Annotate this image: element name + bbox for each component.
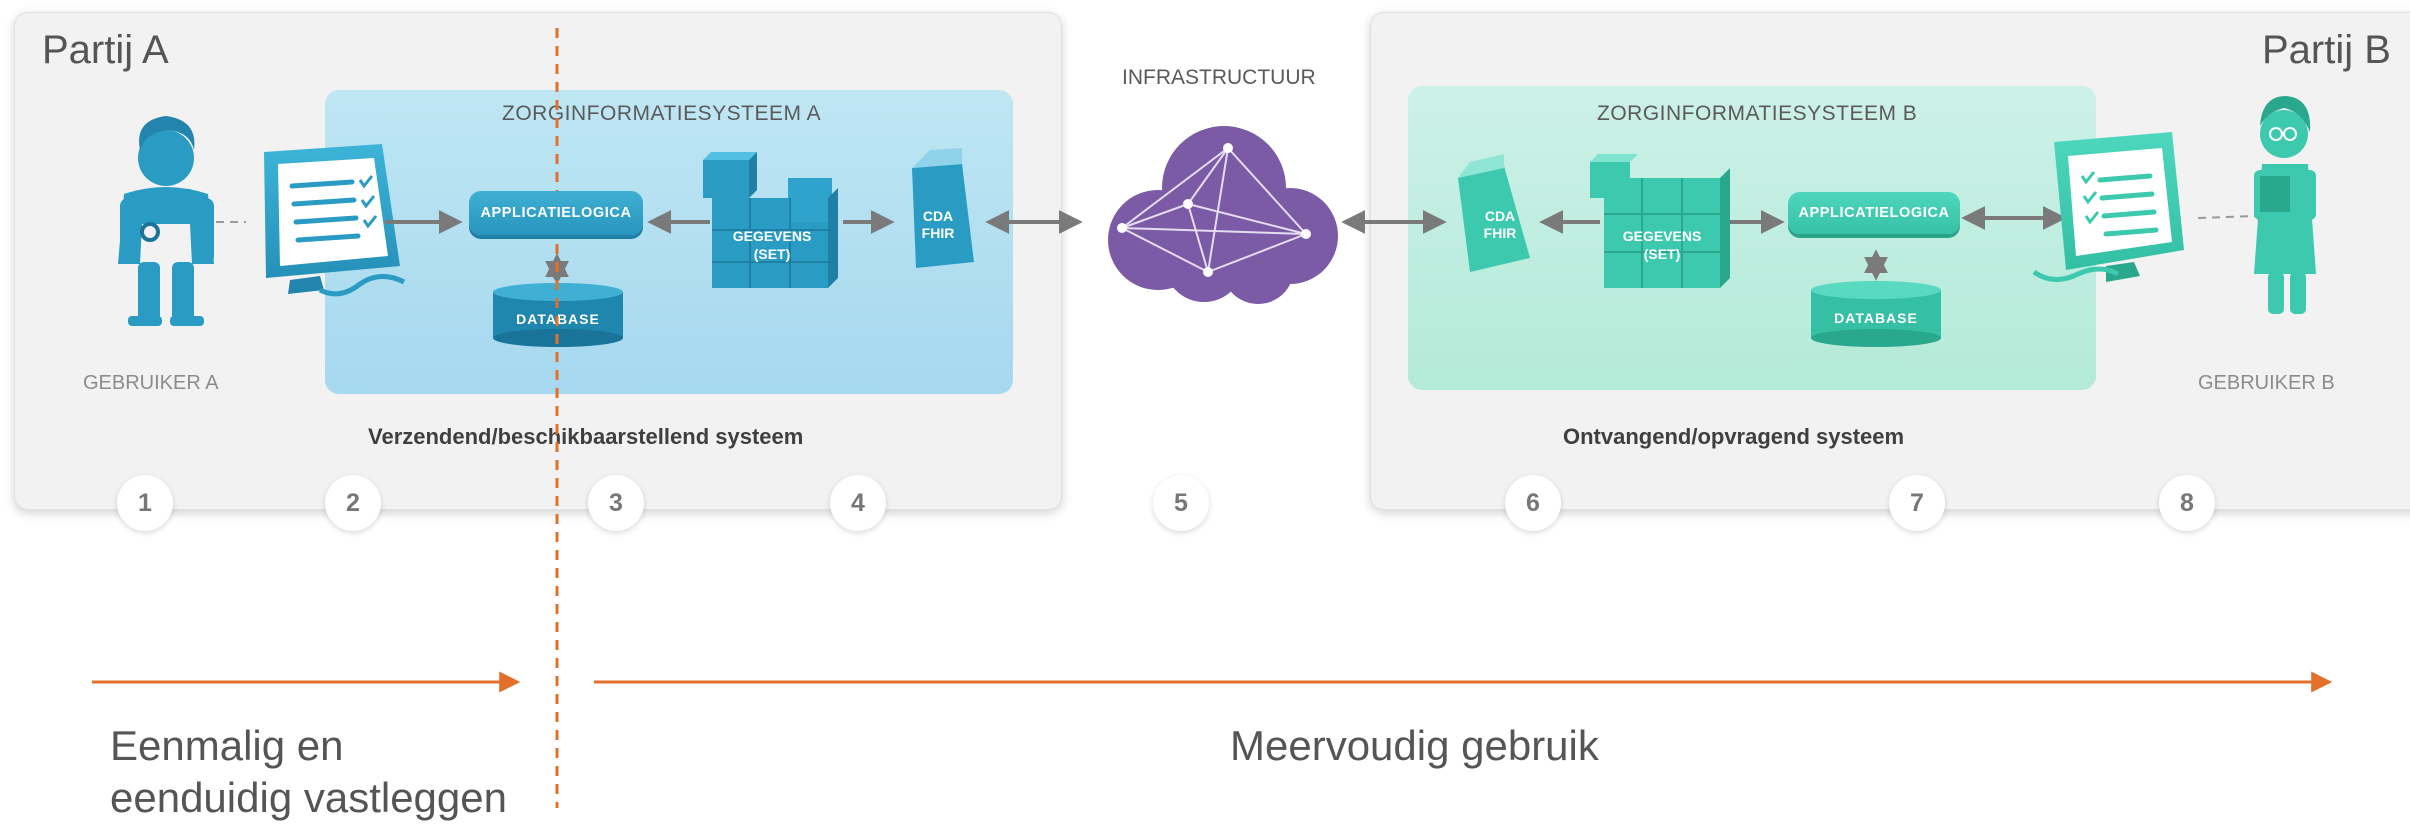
doctor-a-icon: [118, 116, 214, 326]
infrastructure-label: INFRASTRUCTUUR: [1122, 66, 1316, 89]
doctor-b-icon: [2254, 96, 2316, 314]
data-set-a-line1: GEGEVENS: [733, 228, 812, 244]
party-b-title: Partij B: [2262, 28, 2391, 72]
application-logic-b: APPLICATIELOGICA: [1788, 192, 1960, 234]
step-number-7: 7: [1889, 475, 1945, 531]
document-b-icon: CDA FHIR: [1458, 154, 1530, 272]
monitor-a-icon: [264, 144, 406, 297]
step-number-1: 1: [117, 475, 173, 531]
step-number-3: 3: [588, 475, 644, 531]
database-a-icon: DATABASE: [493, 283, 623, 347]
single-entry-label: Eenmalig en eenduidig vastleggen: [110, 720, 507, 824]
database-b-icon: DATABASE: [1811, 281, 1941, 347]
system-a-title: ZORGINFORMATIESYSTEEM A: [502, 102, 822, 125]
document-a-icon: CDA FHIR: [912, 148, 974, 268]
step-number-8: 8: [2159, 475, 2215, 531]
monitor-b-icon: [2032, 132, 2184, 282]
step-number-5: 5: [1153, 475, 1209, 531]
network-cloud-icon: [1108, 126, 1338, 304]
data-set-a-line2: (SET): [754, 246, 791, 262]
document-a-line1: CDA: [923, 208, 953, 224]
single-entry-line1: Eenmalig en: [110, 722, 344, 769]
multiple-use-label: Meervoudig gebruik: [1230, 722, 1599, 769]
system-b-title: ZORGINFORMATIESYSTEEM B: [1597, 102, 1918, 125]
document-b-line2: FHIR: [1484, 225, 1517, 241]
step-number-2: 2: [325, 475, 381, 531]
system-a-caption: Verzendend/beschikbaarstellend systeem: [368, 424, 804, 449]
system-a-box: [325, 90, 1013, 394]
user-b-dashed-link: [2197, 215, 2257, 219]
user-a-label: GEBRUIKER A: [83, 372, 219, 394]
document-a-line2: FHIR: [922, 225, 955, 241]
single-entry-line2: eenduidig vastleggen: [110, 774, 507, 821]
system-b-caption: Ontvangend/opvragend systeem: [1563, 424, 1905, 449]
step-number-4: 4: [830, 475, 886, 531]
data-set-b-icon: GEGEVENS (SET): [1590, 154, 1730, 288]
data-set-b-line2: (SET): [1644, 246, 1681, 262]
database-b-label: DATABASE: [1834, 310, 1918, 326]
user-b-label: GEBRUIKER B: [2198, 372, 2335, 394]
document-b-line1: CDA: [1485, 208, 1515, 224]
party-a-title: Partij A: [42, 28, 169, 72]
data-set-b-line1: GEGEVENS: [1623, 228, 1702, 244]
data-set-a-icon: GEGEVENS (SET): [703, 152, 838, 288]
step-number-6: 6: [1505, 475, 1561, 531]
application-logic-a: APPLICATIELOGICA: [469, 191, 643, 235]
